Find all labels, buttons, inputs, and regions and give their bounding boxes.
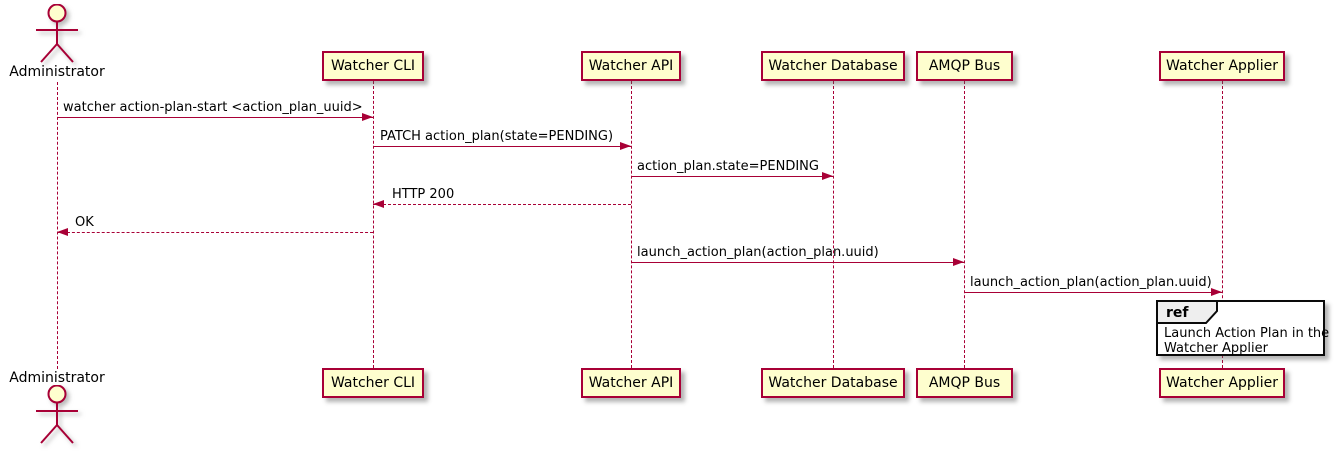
message-line xyxy=(373,204,631,205)
ref-text-line1: Launch Action Plan in the xyxy=(1164,326,1330,341)
message-label: launch_action_plan(action_plan.uuid) xyxy=(970,275,1212,290)
lifeline-watcher-applier xyxy=(1222,81,1223,368)
participant-watcher-database-bottom: Watcher Database xyxy=(761,368,905,398)
arrowhead-icon xyxy=(1211,288,1222,296)
message-line xyxy=(57,232,373,233)
participant-amqp-bus-top: AMQP Bus xyxy=(916,51,1013,81)
participant-watcher-api-bottom: Watcher API xyxy=(581,368,681,398)
arrowhead-icon xyxy=(373,200,384,208)
lifeline-administrator xyxy=(57,82,58,369)
message-label: HTTP 200 xyxy=(392,187,455,202)
arrowhead-icon xyxy=(57,228,68,236)
participant-watcher-api-top: Watcher API xyxy=(581,51,681,81)
arrowhead-icon xyxy=(362,113,373,121)
participant-watcher-database-top: Watcher Database xyxy=(761,51,905,81)
actor-icon xyxy=(36,4,78,63)
message-line xyxy=(964,292,1222,293)
message-label: watcher action-plan-start <action_plan_u… xyxy=(63,100,363,115)
message-label: action_plan.state=PENDING xyxy=(637,159,819,174)
lifeline-watcher-cli xyxy=(373,81,374,368)
message-line xyxy=(57,117,373,118)
arrowhead-icon xyxy=(953,258,964,266)
participant-watcher-applier-bottom: Watcher Applier xyxy=(1159,368,1285,398)
ref-fragment: ref Launch Action Plan in the Watcher Ap… xyxy=(1156,300,1330,356)
ref-tab: ref xyxy=(1156,300,1218,324)
message-line xyxy=(373,146,631,147)
message-label: PATCH action_plan(state=PENDING) xyxy=(380,129,614,144)
actor-label-bottom: Administrator xyxy=(9,370,105,386)
ref-text-line2: Watcher Applier xyxy=(1164,341,1268,356)
arrowhead-icon xyxy=(620,142,631,150)
lifeline-watcher-api xyxy=(631,81,632,368)
lifeline-amqp-bus xyxy=(964,81,965,368)
message-line xyxy=(631,176,833,177)
participant-amqp-bus-bottom: AMQP Bus xyxy=(916,368,1013,398)
actor-icon xyxy=(36,385,78,444)
actor-label-top: Administrator xyxy=(9,64,105,80)
message-label: launch_action_plan(action_plan.uuid) xyxy=(637,245,879,260)
participant-watcher-cli-bottom: Watcher CLI xyxy=(322,368,424,398)
arrowhead-icon xyxy=(822,172,833,180)
lifeline-watcher-database xyxy=(833,81,834,368)
ref-keyword: ref xyxy=(1166,305,1189,321)
participant-watcher-cli-top: Watcher CLI xyxy=(322,51,424,81)
message-line xyxy=(631,262,964,263)
message-label: OK xyxy=(75,215,94,230)
participant-watcher-applier-top: Watcher Applier xyxy=(1159,51,1285,81)
